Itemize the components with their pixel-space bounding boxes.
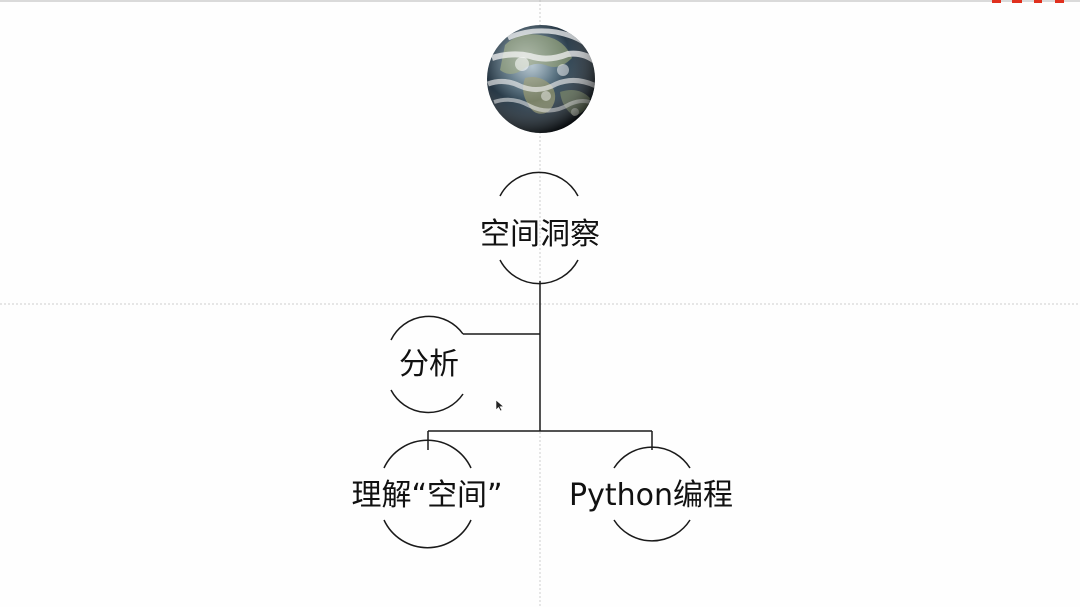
branch-node-label: 分析 [399, 347, 459, 382]
child-node-label-2: Python编程 [569, 478, 733, 513]
corner-mark-icon [992, 0, 1064, 3]
mouse-cursor-icon [495, 399, 505, 412]
node-arc-decorations [383, 171, 691, 549]
connector-lines [427, 281, 653, 450]
root-node-label: 空间洞察 [480, 217, 600, 252]
child-node-label-1: 理解“空间” [351, 478, 502, 513]
earth-globe-icon [487, 25, 595, 133]
